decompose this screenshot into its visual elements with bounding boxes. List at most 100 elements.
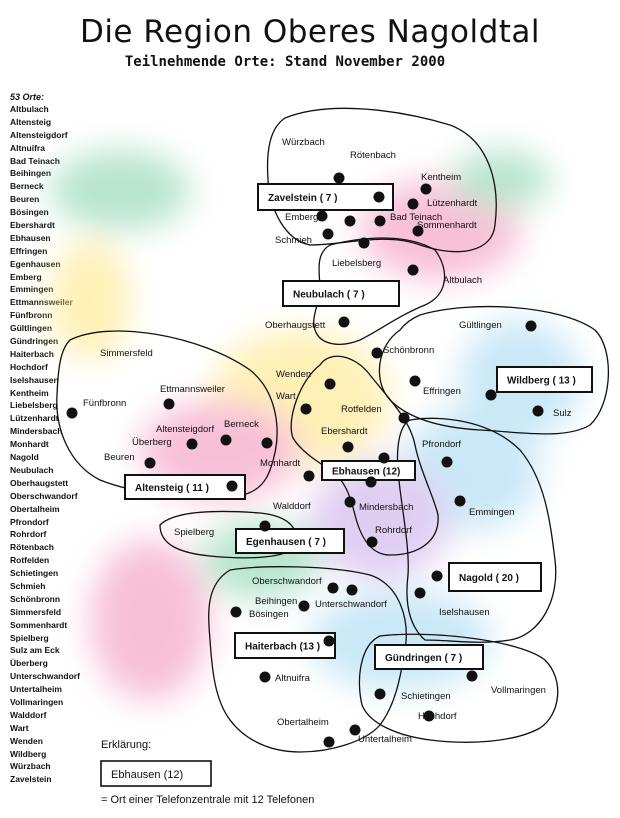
town-list-item: Wildberg — [10, 748, 47, 759]
town-dot — [220, 434, 232, 446]
town-dots — [66, 172, 544, 748]
town-list-item: Unterschwandorf — [10, 671, 80, 682]
town-dot — [261, 437, 273, 449]
town-list-item: Sulz am Eck — [10, 645, 60, 656]
town-dot — [466, 670, 478, 682]
town-dot — [525, 320, 537, 332]
legend-sample-label: Ebhausen (12) — [111, 769, 183, 781]
town-list-item: Altbulach — [10, 104, 49, 114]
region-outline — [378, 305, 610, 435]
town-list-item: Emmingen — [10, 284, 54, 295]
exchange-box-label: Wildberg ( 13 ) — [507, 376, 576, 387]
town-dot — [365, 476, 377, 488]
town-dot — [398, 412, 410, 424]
town-dot — [327, 582, 339, 594]
town-dot — [298, 600, 310, 612]
town-dot — [412, 225, 424, 237]
town-list-item: Pfrondorf — [10, 516, 49, 527]
exchange-box-label: Nagold ( 20 ) — [459, 573, 519, 584]
town-list-item: Mindersbach — [10, 426, 63, 437]
town-list-item: Ebershardt — [10, 220, 55, 231]
color-wash-blob — [50, 150, 190, 230]
town-label: Obertalheim — [277, 717, 329, 728]
background-color-wash — [50, 150, 580, 700]
town-label: Schönbronn — [383, 345, 434, 356]
town-label: Sulz — [553, 408, 572, 419]
town-label: Altbulach — [443, 275, 482, 286]
town-dot — [378, 452, 390, 464]
town-label: Berneck — [224, 419, 259, 430]
town-dot — [66, 407, 78, 419]
town-dot — [344, 496, 356, 508]
town-list-item: Nagold — [10, 452, 39, 463]
town-label: Oberschwandorf — [252, 576, 322, 587]
town-dot — [322, 228, 334, 240]
town-label: Wenden — [276, 369, 311, 380]
town-list-item: Hochdorf — [10, 361, 48, 372]
town-label: Oberhaugstett — [265, 320, 326, 331]
town-dot — [407, 198, 419, 210]
exchange-box-label: Gündringen ( 7 ) — [385, 653, 462, 664]
exchange-box — [496, 366, 593, 393]
exchange-box — [374, 644, 484, 670]
town-list-item: Obertalheim — [10, 503, 60, 514]
town-label: Mindersbach — [359, 502, 413, 513]
town-label: Simmersfeld — [100, 348, 153, 359]
town-dot — [532, 405, 544, 417]
exchange-box-label: Zavelstein ( 7 ) — [268, 193, 337, 204]
town-list-item: Neubulach — [10, 464, 54, 475]
town-list-item: Altensteig — [10, 116, 52, 127]
town-list-item: Iselshausen — [10, 374, 59, 385]
town-label: Schietingen — [401, 691, 451, 702]
town-label: Emberg — [285, 212, 318, 223]
town-label: Emmingen — [469, 507, 514, 518]
town-dot — [431, 570, 443, 582]
town-dot — [300, 403, 312, 415]
town-label: Walddorf — [273, 501, 311, 512]
town-label: Bad Teinach — [390, 212, 442, 223]
exchange-box — [448, 562, 542, 592]
town-dot — [316, 210, 328, 222]
town-dot — [407, 264, 419, 276]
exchange-box — [124, 474, 246, 500]
town-label: Iselshausen — [439, 607, 490, 618]
town-label: Würzbach — [282, 137, 325, 148]
town-dot — [303, 470, 315, 482]
town-label: Rötenbach — [350, 150, 396, 161]
exchange-box — [234, 632, 336, 659]
exchange-boxes: Zavelstein ( 7 )Neubulach ( 7 )Wildberg … — [124, 183, 593, 670]
town-dot — [323, 635, 335, 647]
map-title: Die Region Oberes Nagoldtal — [79, 14, 541, 50]
town-dot — [259, 671, 271, 683]
town-label: Untertalheim — [358, 734, 412, 745]
town-label: Effringen — [423, 386, 461, 397]
town-label: Unterschwandorf — [315, 599, 387, 610]
town-list-item: Rötenbach — [10, 542, 54, 553]
town-list-item: Wenden — [10, 735, 43, 746]
exchange-box-label: Altensteig ( 11 ) — [135, 483, 209, 494]
map-subtitle: Teilnehmende Orte: Stand November 2000 — [124, 54, 446, 70]
town-dot — [342, 441, 354, 453]
town-dot — [144, 457, 156, 469]
town-dot — [423, 710, 435, 722]
town-label: Altnuifra — [275, 673, 311, 684]
town-label: Sommenhardt — [417, 220, 477, 231]
town-dot — [163, 398, 175, 410]
legend: Erklärung: Ebhausen (12) = Ort einer Tel… — [100, 739, 314, 806]
town-dot — [186, 438, 198, 450]
town-labels: WürzbachRötenbachKentheimLützenhardtEmbe… — [83, 137, 572, 745]
town-list-item: Liebelsberg — [10, 400, 58, 411]
exchange-box — [257, 183, 394, 211]
town-list-item: Lützenhardt — [10, 413, 59, 424]
town-label: Altensteigdorf — [156, 424, 214, 435]
town-label: Bösingen — [249, 609, 289, 620]
town-list-item: Haiterbach — [10, 348, 54, 359]
town-list-item: Schönbronn — [10, 593, 61, 604]
town-dot — [371, 347, 383, 359]
town-dot — [333, 172, 345, 184]
town-label: Lützenhardt — [427, 198, 478, 209]
exchange-box-label: Ebhausen (12) — [332, 467, 400, 478]
town-list-item: Oberschwandorf — [10, 490, 78, 501]
town-list-item: Rotfelden — [10, 555, 50, 566]
